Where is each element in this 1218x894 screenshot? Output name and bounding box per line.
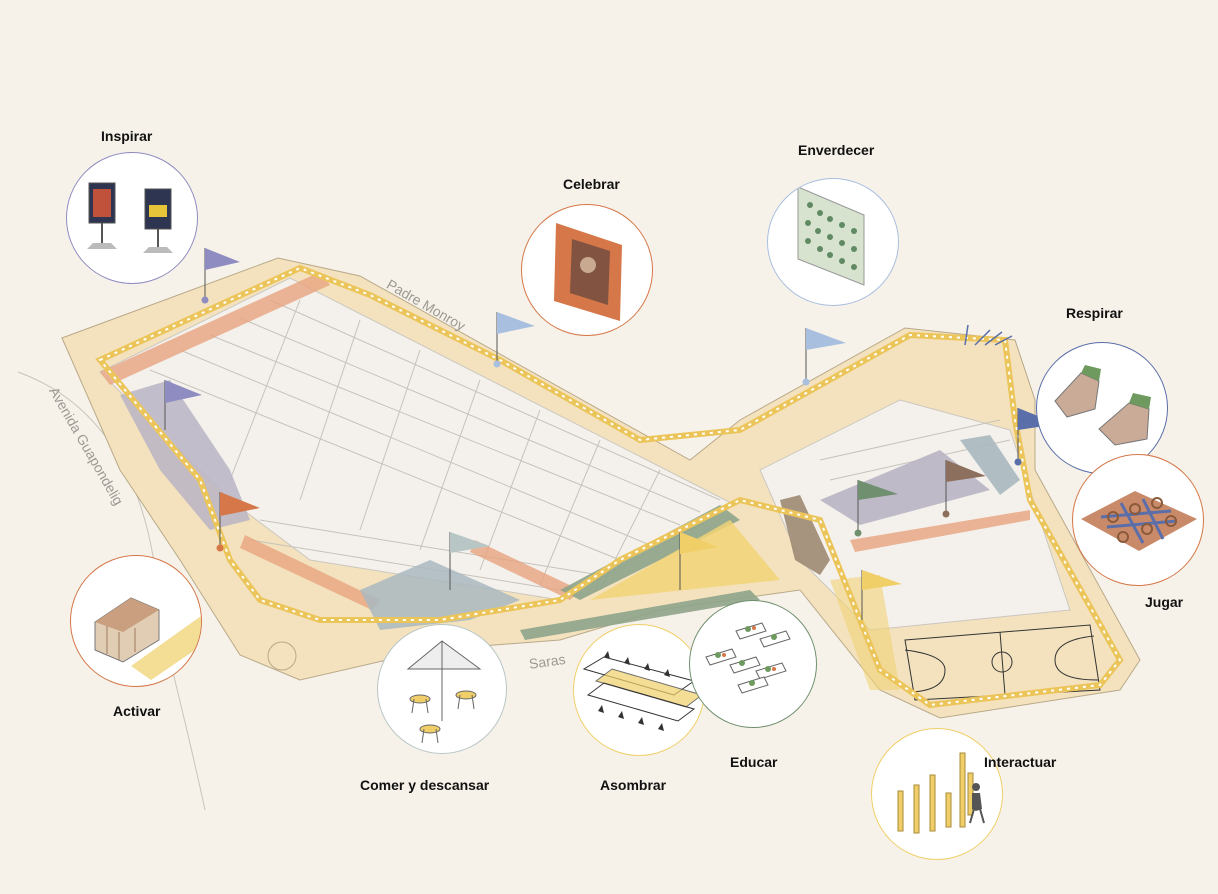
umbrella-table-icon [406,640,482,744]
label-activar: Activar [113,703,161,719]
zone-yellow-triangle [590,520,780,600]
mural-icon [554,223,622,321]
label-educar: Educar [730,754,778,770]
flag-orange-icon [216,492,260,552]
ventilation-arrows-icon [964,324,1013,346]
label-celebrar: Celebrar [563,176,620,192]
light-post-icon [897,752,985,834]
zone-purple-left [120,380,250,530]
zone-orange-strip-left [240,535,380,610]
circle-activar [70,555,202,687]
billboard-icon [87,182,173,253]
flag-purple-left-icon [164,380,202,430]
zone-orange-strip-mid [470,540,580,600]
label-enverdecer: Enverdecer [798,142,875,158]
flag-grey-center-icon [449,532,490,590]
circle-celebrar [521,204,653,336]
circle-enverdecer [767,178,899,306]
flag-purple-top-icon [201,248,240,304]
zone-orange-strip-right [850,510,1030,552]
circle-interactuar [871,728,1003,860]
flag-brown-icon [942,460,986,518]
shade-canopy-icon [582,651,704,731]
label-comer: Comer y descansar [360,777,490,793]
sports-court [904,624,1101,701]
zone-green-bottom [520,590,760,640]
circle-jugar [1072,454,1204,586]
flag-green-icon [854,480,898,537]
circle-asombrar [573,624,705,756]
label-jugar: Jugar [1145,594,1184,610]
kiosk-icon [94,597,201,680]
playground-grid-icon [1081,491,1197,551]
circle-respirar [1036,342,1168,474]
kiosk-plaza-icon [267,641,297,671]
label-respirar: Respirar [1066,305,1123,321]
zone-grey-right [960,435,1020,495]
flag-blue-right-icon [802,328,846,386]
flag-yellow-mid-icon [679,532,718,590]
zone-orange-strip-top [100,272,330,385]
flag-blue-top-icon [493,312,535,368]
label-asombrar: Asombrar [600,777,667,793]
label-interactuar: Interactuar [984,754,1057,770]
circle-comer [377,624,507,754]
garden-bed-icon [705,622,791,694]
green-wall-icon [797,186,865,286]
circle-inspirar [66,152,198,284]
label-inspirar: Inspirar [101,128,153,144]
planter-icon [1054,365,1151,446]
circle-educar [689,600,817,728]
zone-green-mid [560,505,740,600]
flag-yellow-right-icon [861,570,902,620]
